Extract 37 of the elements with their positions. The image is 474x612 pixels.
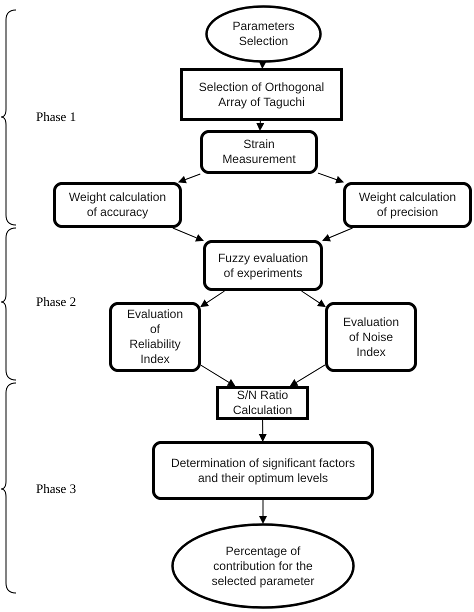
phase-label: Phase 2 <box>36 294 76 310</box>
terminal-ellipse <box>171 523 355 609</box>
rounded-process-box <box>203 240 323 291</box>
terminal-ellipse <box>205 5 322 63</box>
node-text: Strain Measurement <box>221 137 297 167</box>
rounded-process-box <box>109 302 201 372</box>
node-text: Evaluation of Reliability Index <box>126 307 184 367</box>
process-box <box>216 386 309 420</box>
arrow <box>259 500 267 524</box>
node-text: Weight calculation of precision <box>358 190 458 220</box>
arrow <box>200 364 236 387</box>
rounded-process-box <box>325 302 417 372</box>
rounded-process-box <box>200 130 318 174</box>
arrow <box>178 174 201 184</box>
node-text: S/N Ratio Calculation <box>232 388 294 418</box>
phase-label: Phase 1 <box>36 109 76 125</box>
node-text: Determination of significant factors and their optimum levels <box>170 456 356 486</box>
arrow <box>290 364 326 387</box>
rounded-process-box <box>152 441 374 500</box>
arrow <box>200 290 225 308</box>
node-text: Percentage of contribution for the selected parameter <box>210 544 316 588</box>
arrow <box>318 172 344 184</box>
arrow <box>322 228 354 242</box>
arrow <box>258 60 267 69</box>
rounded-process-box <box>53 182 182 228</box>
rounded-process-box <box>343 182 472 228</box>
node-text: Evaluation of Noise Index <box>342 314 400 360</box>
arrow <box>172 228 204 242</box>
node-text: Weight calculation of accuracy <box>68 190 168 220</box>
node-text: Selection of Orthogonal Array of Taguchi <box>198 80 326 110</box>
phase-label: Phase 3 <box>36 481 76 497</box>
node-text: Fuzzy evaluation of experiments <box>216 250 310 280</box>
arrow <box>258 420 267 442</box>
arrow <box>301 290 326 308</box>
process-box <box>180 68 343 121</box>
arrow <box>256 120 264 131</box>
node-text: Parameters Selection <box>231 19 296 49</box>
